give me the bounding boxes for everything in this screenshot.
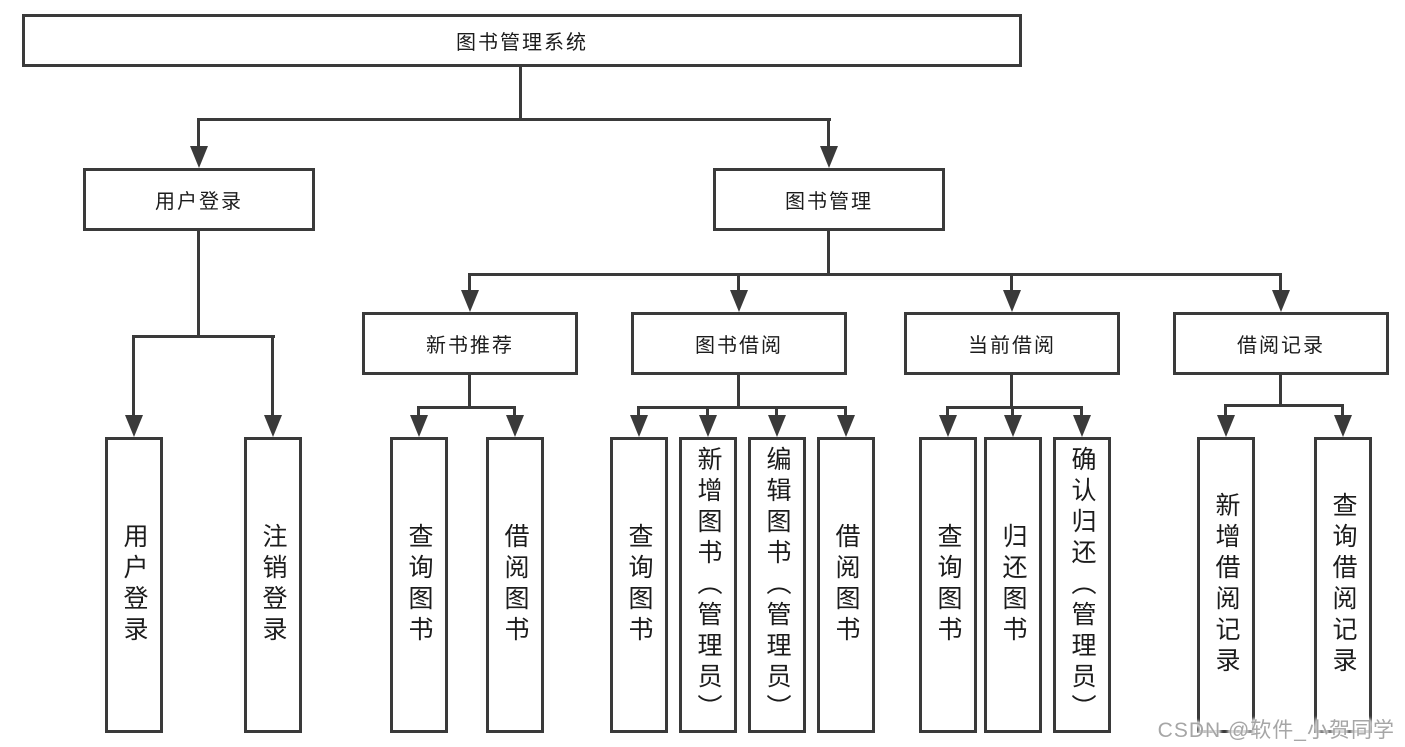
leaf-newbook-query-books: 查询图书 <box>390 437 448 733</box>
arrowhead-down-icon <box>1003 290 1021 312</box>
connector-line <box>1010 273 1013 295</box>
arrowhead-down-icon <box>506 415 524 437</box>
leaf-records-add-record: 新增借阅记录 <box>1197 437 1255 733</box>
connector-line <box>417 406 420 420</box>
leaf-borrowing-edit-books-admin: 编辑图书（管理员） <box>748 437 806 733</box>
leaf-label: 新增图书（管理员） <box>694 445 722 725</box>
arrowhead-down-icon <box>1004 415 1022 437</box>
node-user-login: 用户登录 <box>83 168 315 231</box>
leaf-label: 查询图书 <box>625 523 653 647</box>
connector-line <box>1011 406 1014 420</box>
leaf-label: 查询图书 <box>405 523 433 647</box>
leaf-label: 借阅图书 <box>832 523 860 647</box>
connector-line <box>132 335 275 338</box>
node-label: 新书推荐 <box>426 335 514 357</box>
arrowhead-down-icon <box>1217 415 1235 437</box>
arrowhead-down-icon <box>820 146 838 168</box>
connector-line <box>513 406 516 420</box>
arrowhead-down-icon <box>1272 290 1290 312</box>
node-label: 借阅记录 <box>1237 335 1325 357</box>
arrowhead-down-icon <box>939 415 957 437</box>
arrowhead-down-icon <box>410 415 428 437</box>
connector-line <box>775 406 778 420</box>
node-borrowing-records: 借阅记录 <box>1173 312 1389 375</box>
node-label: 当前借阅 <box>968 335 1056 357</box>
connector-line <box>946 406 1083 409</box>
leaf-newbook-borrow-books: 借阅图书 <box>486 437 544 733</box>
arrowhead-down-icon <box>768 415 786 437</box>
arrowhead-down-icon <box>461 290 479 312</box>
connector-line <box>1224 404 1227 418</box>
csdn-watermark: CSDN @软件_小贺同学 <box>1157 719 1395 742</box>
leaf-user-login: 用户登录 <box>105 437 163 733</box>
connector-line <box>827 118 830 150</box>
leaf-label: 编辑图书（管理员） <box>763 445 791 725</box>
connector-line <box>827 231 830 276</box>
node-label: 用户登录 <box>155 191 243 213</box>
connector-line <box>637 406 640 420</box>
connector-line <box>1224 404 1344 407</box>
leaf-label: 新增借阅记录 <box>1212 492 1240 678</box>
connector-line <box>844 406 847 420</box>
connector-line <box>1080 406 1083 420</box>
connector-line <box>197 118 831 121</box>
arrowhead-down-icon <box>125 415 143 437</box>
arrowhead-down-icon <box>630 415 648 437</box>
node-label: 图书管理 <box>785 191 873 213</box>
arrowhead-down-icon <box>1334 415 1352 437</box>
connector-line <box>468 273 471 295</box>
connector-line <box>197 231 200 335</box>
arrowhead-down-icon <box>1073 415 1091 437</box>
leaf-borrowing-borrow-books: 借阅图书 <box>817 437 875 733</box>
arrowhead-down-icon <box>699 415 717 437</box>
leaf-current-return-books: 归还图书 <box>984 437 1042 733</box>
arrowhead-down-icon <box>190 146 208 168</box>
leaf-current-query-books: 查询图书 <box>919 437 977 733</box>
leaf-current-confirm-return-admin: 确认归还（管理员） <box>1053 437 1111 733</box>
node-new-book-recommend: 新书推荐 <box>362 312 578 375</box>
leaf-logout: 注销登录 <box>244 437 302 733</box>
node-label: 图书借阅 <box>695 335 783 357</box>
connector-line <box>271 335 274 417</box>
node-label: 图书管理系统 <box>456 32 588 54</box>
connector-line <box>132 335 135 417</box>
leaf-label: 注销登录 <box>259 523 287 647</box>
connector-line <box>197 118 200 150</box>
leaf-label: 查询图书 <box>934 523 962 647</box>
node-book-management: 图书管理 <box>713 168 945 231</box>
connector-line <box>417 406 516 409</box>
connector-line <box>1010 375 1013 409</box>
connector-line <box>1341 404 1344 418</box>
arrowhead-down-icon <box>264 415 282 437</box>
connector-line <box>737 273 740 295</box>
connector-line <box>946 406 949 420</box>
leaf-records-query-record: 查询借阅记录 <box>1314 437 1372 733</box>
leaf-label: 查询借阅记录 <box>1329 492 1357 678</box>
connector-line <box>1279 375 1282 407</box>
connector-line <box>737 375 740 409</box>
arrowhead-down-icon <box>730 290 748 312</box>
connector-line <box>706 406 709 420</box>
leaf-label: 归还图书 <box>999 523 1027 647</box>
node-library-management-system: 图书管理系统 <box>22 14 1022 67</box>
connector-line <box>468 375 471 409</box>
connector-line <box>468 273 1282 276</box>
connector-line <box>519 67 522 118</box>
leaf-borrowing-query-books: 查询图书 <box>610 437 668 733</box>
connector-line <box>1279 273 1282 295</box>
leaf-borrowing-add-books-admin: 新增图书（管理员） <box>679 437 737 733</box>
leaf-label: 借阅图书 <box>501 523 529 647</box>
leaf-label: 确认归还（管理员） <box>1068 445 1096 725</box>
arrowhead-down-icon <box>837 415 855 437</box>
node-current-borrowing: 当前借阅 <box>904 312 1120 375</box>
node-book-borrowing: 图书借阅 <box>631 312 847 375</box>
connector-line <box>637 406 847 409</box>
leaf-label: 用户登录 <box>120 523 148 647</box>
